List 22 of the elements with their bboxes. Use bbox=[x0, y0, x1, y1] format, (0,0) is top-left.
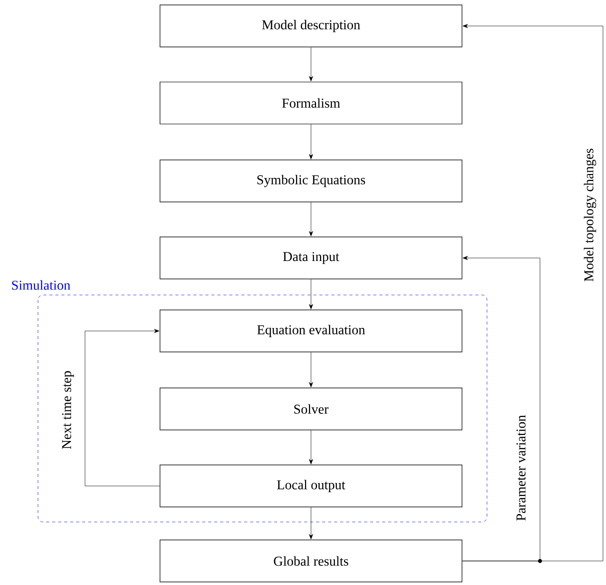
process-box: Global results bbox=[160, 540, 462, 582]
edge-label: Next time step bbox=[62, 371, 74, 449]
process-box: Model description bbox=[160, 4, 462, 48]
edge-label: Model topology changes bbox=[584, 148, 596, 282]
process-box: Equation evaluation bbox=[160, 310, 462, 352]
process-box: Symbolic Equations bbox=[160, 160, 462, 202]
arrow bbox=[462, 256, 540, 562]
group-label: Simulation bbox=[12, 280, 70, 290]
arrow bbox=[309, 352, 313, 388]
process-box: Local output bbox=[160, 464, 462, 508]
arrow bbox=[309, 47, 313, 82]
arrow bbox=[309, 430, 313, 464]
arrow bbox=[84, 328, 160, 486]
arrow bbox=[462, 24, 604, 562]
arrow bbox=[309, 279, 313, 310]
arrow bbox=[309, 202, 313, 236]
process-box: Solver bbox=[160, 388, 462, 430]
arrow bbox=[309, 507, 313, 540]
edge-label: Parameter variation bbox=[516, 415, 526, 521]
arrow bbox=[309, 124, 313, 160]
process-box: Data input bbox=[160, 236, 462, 280]
process-box: Formalism bbox=[160, 82, 462, 124]
